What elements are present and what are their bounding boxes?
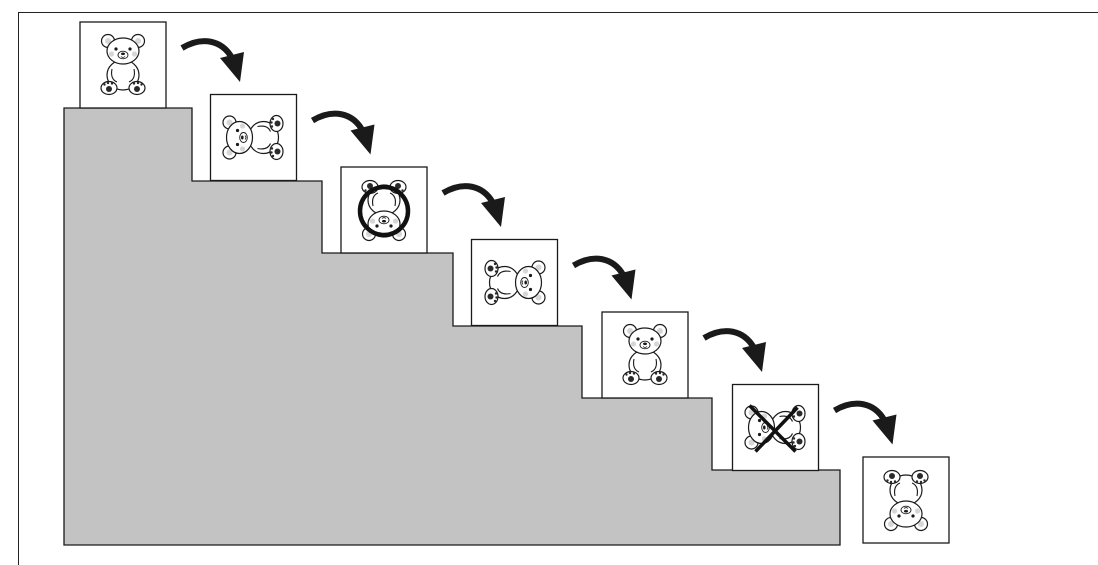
curved-arrow-icon <box>704 331 766 372</box>
step-card-3 <box>340 166 428 254</box>
curved-arrow-icon <box>574 259 636 300</box>
step-card-7 <box>862 456 950 544</box>
wrong-cross-mark <box>748 404 799 453</box>
frame-top-border <box>18 12 1098 13</box>
frame-left-border <box>18 12 19 565</box>
staircase <box>63 107 841 546</box>
step-card-2 <box>209 93 298 182</box>
curved-arrow-icon <box>443 186 505 227</box>
curved-arrow-icon <box>835 404 897 445</box>
step-card-1 <box>79 21 167 109</box>
step-card-4 <box>470 238 559 327</box>
curved-arrow-icon <box>313 114 375 155</box>
step-card-5 <box>601 311 689 399</box>
correct-circle-mark <box>357 184 411 238</box>
step-card-6 <box>731 383 820 472</box>
curved-arrow-icon <box>182 41 244 82</box>
